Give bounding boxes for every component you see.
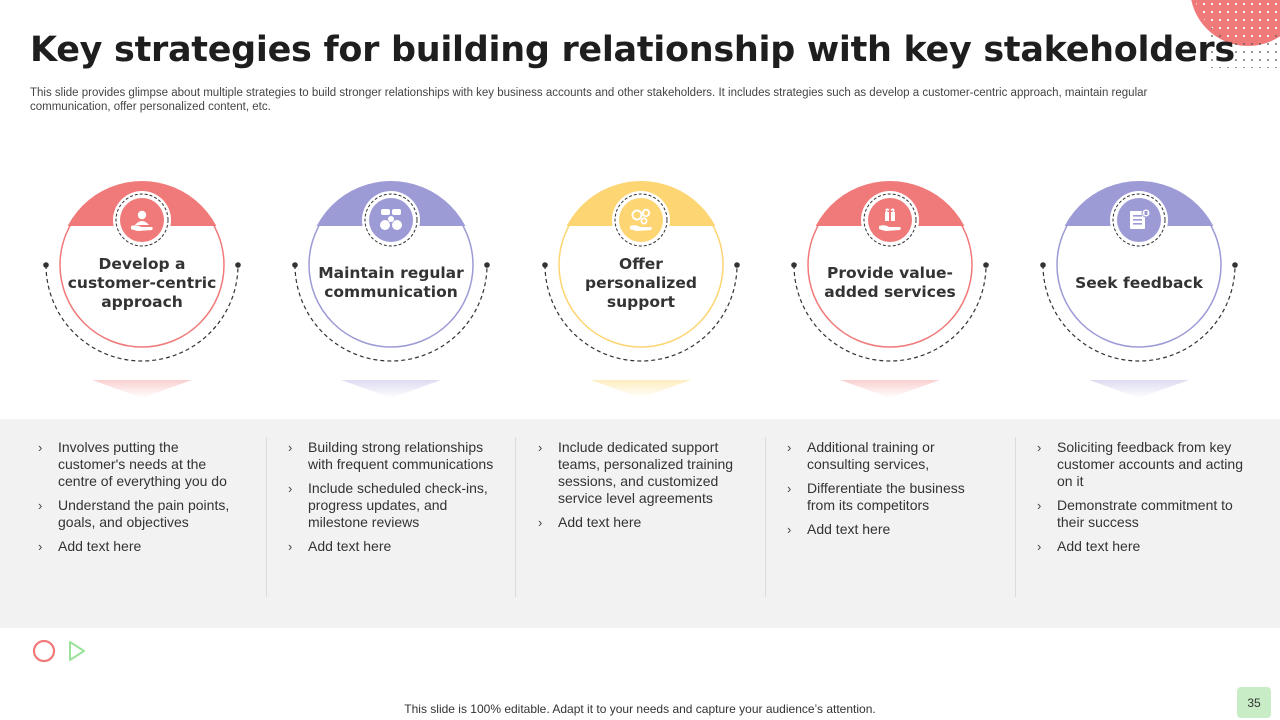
chat-group-icon xyxy=(380,209,402,230)
bullet-item: ›Add text here xyxy=(288,538,392,554)
details-column-4: ›Additional training or consulting servi… xyxy=(787,439,987,545)
bullet-item: ›Add text here xyxy=(38,538,142,554)
slide-footer: This slide is 100% editable. Adapt it to… xyxy=(404,702,876,716)
card-title-1: Develop a customer-centric approach xyxy=(67,254,217,311)
bullet-list: ›Building strong relationships with freq… xyxy=(288,439,503,555)
bullet-list: ›Involves putting the customer's needs a… xyxy=(38,439,248,555)
bullet-item: ›Add text here xyxy=(538,514,642,530)
slide-title: Key strategies for building relationship… xyxy=(30,30,1235,70)
column-divider xyxy=(765,437,766,597)
card-title-2: Maintain regular communication xyxy=(318,264,464,301)
hand-gears-icon xyxy=(630,208,652,231)
chevron-right-icon: › xyxy=(538,515,543,530)
chevron-right-icon: › xyxy=(787,440,792,455)
strategy-card-5: Seek feedback xyxy=(1034,178,1244,408)
bullet-item: ›Differentiate the business from its com… xyxy=(787,480,965,513)
page-number-badge: 35 xyxy=(1237,687,1271,718)
bullet-item: ›Include scheduled check-ins, progress u… xyxy=(288,480,488,530)
bullet-item: ›Add text here xyxy=(1037,538,1141,554)
bullet-item: ›Demonstrate commitment to their success xyxy=(1037,497,1233,530)
bullet-item: ›Include dedicated support teams, person… xyxy=(538,439,734,506)
details-panel xyxy=(0,419,1280,628)
slide-nav-icons xyxy=(32,639,85,663)
details-column-1: ›Involves putting the customer's needs a… xyxy=(38,439,248,562)
hand-gift-icon xyxy=(879,208,901,231)
play-icon xyxy=(69,641,85,661)
circle-icon xyxy=(32,639,56,663)
details-column-2: ›Building strong relationships with freq… xyxy=(288,439,503,562)
chevron-right-icon: › xyxy=(288,539,293,554)
chevron-right-icon: › xyxy=(38,440,43,455)
card-title-3: Offer personalized support xyxy=(585,254,697,311)
card-title-5: Seek feedback xyxy=(1075,273,1203,292)
bullet-list: ›Additional training or consulting servi… xyxy=(787,439,987,538)
strategy-card-2: Maintain regular communication xyxy=(286,178,496,408)
strategy-card-1: Develop a customer-centric approach xyxy=(37,178,247,408)
chevron-right-icon: › xyxy=(538,440,543,455)
details-column-5: ›Soliciting feedback from key customer a… xyxy=(1037,439,1247,562)
bullet-item: ›Involves putting the customer's needs a… xyxy=(38,439,227,489)
chevron-right-icon: › xyxy=(787,522,792,537)
card-title-4: Provide value-added services xyxy=(824,264,956,301)
chevron-right-icon: › xyxy=(1037,498,1042,513)
bullet-item: ›Building strong relationships with freq… xyxy=(288,439,494,472)
column-divider xyxy=(1015,437,1016,597)
column-divider xyxy=(515,437,516,597)
column-divider xyxy=(266,437,267,597)
bullet-list: ›Include dedicated support teams, person… xyxy=(538,439,748,531)
card-ring-1 xyxy=(43,181,241,398)
strategy-card-3: Offer personalized support xyxy=(536,178,746,408)
corner-decoration xyxy=(1191,0,1280,68)
bullet-list: ›Soliciting feedback from key customer a… xyxy=(1037,439,1247,555)
strategy-card-4: Provide value-added services xyxy=(785,178,995,408)
bullet-item: ›Soliciting feedback from key customer a… xyxy=(1037,439,1243,489)
chevron-right-icon: › xyxy=(288,440,293,455)
chevron-right-icon: › xyxy=(1037,440,1042,455)
details-column-3: ›Include dedicated support teams, person… xyxy=(538,439,748,538)
chevron-right-icon: › xyxy=(1037,539,1042,554)
chevron-right-icon: › xyxy=(38,539,43,554)
hand-user-icon xyxy=(131,210,153,231)
chevron-right-icon: › xyxy=(38,498,43,513)
bullet-item: ›Understand the pain points, goals, and … xyxy=(38,497,230,530)
slide-subtitle: This slide provides glimpse about multip… xyxy=(30,87,1148,113)
feedback-form-icon xyxy=(1130,208,1151,229)
chevron-right-icon: › xyxy=(288,481,293,496)
bullet-item: ›Additional training or consulting servi… xyxy=(787,439,935,472)
bullet-item: ›Add text here xyxy=(787,521,891,537)
chevron-right-icon: › xyxy=(787,481,792,496)
